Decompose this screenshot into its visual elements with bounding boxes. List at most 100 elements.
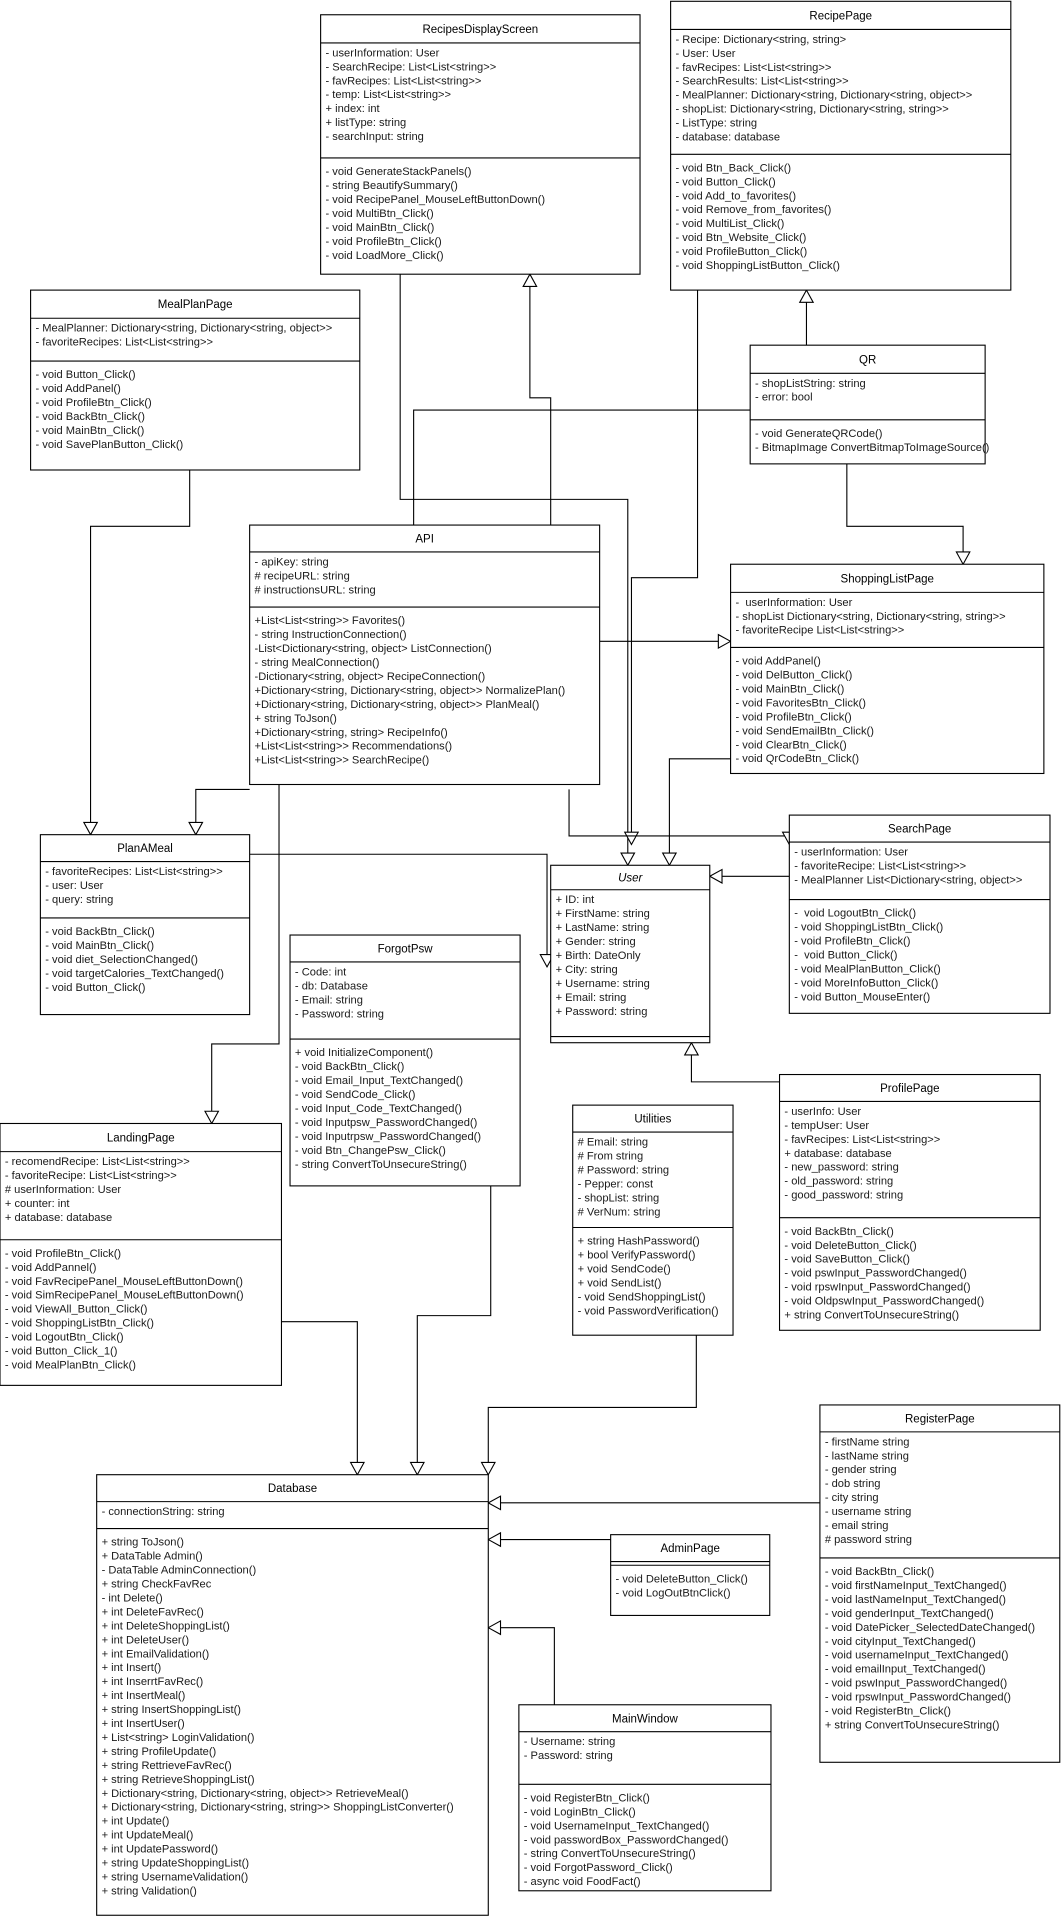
class-attribute: - user: User — [45, 880, 103, 892]
class-attribute: - Password: string — [295, 1008, 384, 1020]
class-shopping-list-page[interactable]: ShoppingListPage- userInformation: User-… — [730, 563, 1045, 775]
class-method: - void Btn_ChangePsw_Click() — [295, 1145, 446, 1157]
class-utilities[interactable]: Utilities# Email: string# From string# P… — [572, 1104, 734, 1336]
class-attribute: - username string — [825, 1506, 912, 1518]
class-method: + int InserrtFavRec() — [102, 1676, 204, 1688]
class-attribute: - database: database — [676, 132, 781, 144]
class-profile-page[interactable]: ProfilePage- userInfo: User- tempUser: U… — [778, 1073, 1041, 1331]
class-method: - void RecipePanel_MouseLeftButtonDown() — [326, 194, 546, 206]
class-method: - void firstNameInput_TextChanged() — [825, 1580, 1007, 1592]
class-user[interactable]: User+ ID: int+ FirstName: string+ LastNa… — [550, 864, 711, 1044]
class-method: - void UsernameInput_TextChanged() — [524, 1820, 710, 1832]
class-database[interactable]: Database- connectionString: string+ stri… — [96, 1474, 489, 1916]
class-name: RecipesDisplayScreen — [422, 24, 538, 36]
class-attribute: - gender string — [825, 1464, 897, 1476]
class-method: - async void FoodFact() — [524, 1876, 641, 1888]
class-method: - void ProfileBtn_Click() — [735, 711, 852, 723]
relation-forgot-psw-to-database — [409, 1185, 492, 1476]
class-method: + string CheckFavRec — [102, 1579, 212, 1591]
class-forgot-psw[interactable]: ForgotPsw- Code: int- db: Database- Emai… — [289, 934, 521, 1187]
generalization-arrowhead-icon — [708, 868, 723, 884]
class-attribute: # Email: string — [578, 1137, 648, 1149]
class-method: + string ConvertToUnsecureString() — [784, 1310, 959, 1322]
class-method: + int InsertUser() — [102, 1718, 185, 1730]
relation-qr-to-shopping-list-page — [846, 463, 971, 566]
class-method: - BitmapImage ConvertBitmapToImageSource… — [755, 442, 990, 454]
class-method: - void FavRecipePanel_MouseLeftButtonDow… — [5, 1276, 243, 1288]
class-method: - void Button_MouseEnter() — [794, 991, 930, 1003]
class-box — [572, 1104, 734, 1336]
class-method: - void BackBtn_Click() — [35, 411, 145, 423]
class-attribute: # recipeURL: string — [255, 570, 350, 582]
class-method: + int InsertMeal() — [102, 1690, 186, 1702]
relation-search-page-to-user — [708, 868, 790, 884]
class-method: - void SendCode_Click() — [295, 1089, 416, 1101]
generalization-arrowhead-icon — [620, 852, 636, 867]
class-attribute: - SearchRecipe: List<List<string>> — [326, 61, 497, 73]
class-landing-page[interactable]: LandingPage- recomendRecipe: List<List<s… — [0, 1122, 283, 1386]
class-method: + int UpdateMeal() — [102, 1830, 194, 1842]
class-method: + int UpdatePassword() — [102, 1844, 219, 1856]
class-method: -Dictionary<string, object> RecipeConnec… — [255, 671, 486, 683]
class-method: - void SimRecipePanel_MouseLeftButtonDow… — [5, 1290, 244, 1302]
relation-line — [281, 1321, 358, 1475]
class-qr[interactable]: QR- shopListString: string- error: bool-… — [749, 344, 990, 465]
class-method: -List<Dictionary<string, object> ListCon… — [255, 643, 492, 655]
class-method: - void MultiList_Click() — [676, 218, 785, 230]
class-method: - void AddPanel() — [735, 656, 821, 668]
class-attribute: - Code: int — [295, 966, 347, 978]
class-attribute: - firstName string — [825, 1436, 910, 1448]
class-api[interactable]: API- apiKey: string# recipeURL: string# … — [249, 524, 601, 786]
class-method: - void Button_Click() — [794, 950, 898, 962]
class-attribute: + database: database — [784, 1148, 891, 1160]
class-method: + int EmailValidation() — [102, 1648, 210, 1660]
class-search-page[interactable]: SearchPage- userInformation: User- favor… — [788, 814, 1051, 1014]
class-attribute: - new_password: string — [784, 1162, 898, 1174]
class-register-page[interactable]: RegisterPage- firstName string- lastName… — [819, 1404, 1061, 1763]
class-box — [610, 1534, 771, 1616]
class-name: LandingPage — [107, 1133, 175, 1145]
relation-line — [416, 1185, 492, 1475]
relation-line — [630, 290, 699, 845]
relation-main-window-to-database — [487, 1620, 555, 1705]
class-method: + void SendCode() — [578, 1264, 671, 1276]
relation-register-page-to-database — [487, 1495, 820, 1511]
class-method: - void SavePlanButton_Click() — [35, 439, 183, 451]
class-method: - void MultiBtn_Click() — [326, 208, 434, 220]
class-box — [289, 934, 521, 1187]
relation-line — [399, 274, 629, 866]
generalization-arrowhead-icon — [798, 288, 815, 303]
relation-line — [568, 789, 790, 845]
class-attribute: + listType: string — [326, 117, 407, 129]
class-method: - void SaveButton_Click() — [784, 1254, 910, 1266]
generalization-arrowhead-icon — [188, 821, 204, 836]
class-meal-plan-page[interactable]: MealPlanPage- MealPlanner: Dictionary<st… — [30, 289, 361, 471]
class-method: - void Inputrpsw_PasswordChanged() — [295, 1131, 481, 1143]
class-method: + string UpdateShoppingList() — [102, 1858, 250, 1870]
class-method: - string MealConnection() — [255, 657, 380, 669]
class-method: + string ToJson() — [255, 713, 338, 725]
class-recipe-page[interactable]: RecipePage- Recipe: Dictionary<string, s… — [670, 0, 1012, 291]
class-attribute: - dob string — [825, 1478, 881, 1490]
class-admin-page[interactable]: AdminPage- void DeleteButton_Click()- vo… — [610, 1534, 771, 1616]
relation-line — [211, 784, 280, 1124]
class-box — [96, 1474, 489, 1916]
class-attribute: # instructionsURL: string — [255, 584, 376, 596]
class-attribute: + Gender: string — [556, 936, 636, 948]
class-box — [778, 1073, 1041, 1331]
class-name: ForgotPsw — [378, 944, 434, 956]
class-main-window[interactable]: MainWindow- Username: string- Password: … — [518, 1704, 772, 1892]
class-method: - void Inputpsw_PasswordChanged() — [295, 1117, 478, 1129]
class-name: QR — [859, 354, 876, 366]
class-attribute: - city string — [825, 1492, 879, 1504]
class-box — [819, 1404, 1061, 1763]
class-recipes-display-screen[interactable]: RecipesDisplayScreen- userInformation: U… — [320, 14, 641, 275]
class-attribute: - Pepper: const — [578, 1178, 654, 1190]
generalization-arrowhead-icon — [409, 1461, 425, 1476]
class-method: - void pswInput_PasswordChanged() — [784, 1268, 967, 1280]
class-box — [788, 814, 1051, 1014]
relation-line — [529, 274, 552, 526]
class-method: - void BackBtn_Click() — [825, 1566, 935, 1578]
class-method: - void Button_Click() — [676, 176, 776, 188]
class-plan-ameal[interactable]: PlanAMeal- favoriteRecipes: List<List<st… — [39, 834, 251, 1016]
